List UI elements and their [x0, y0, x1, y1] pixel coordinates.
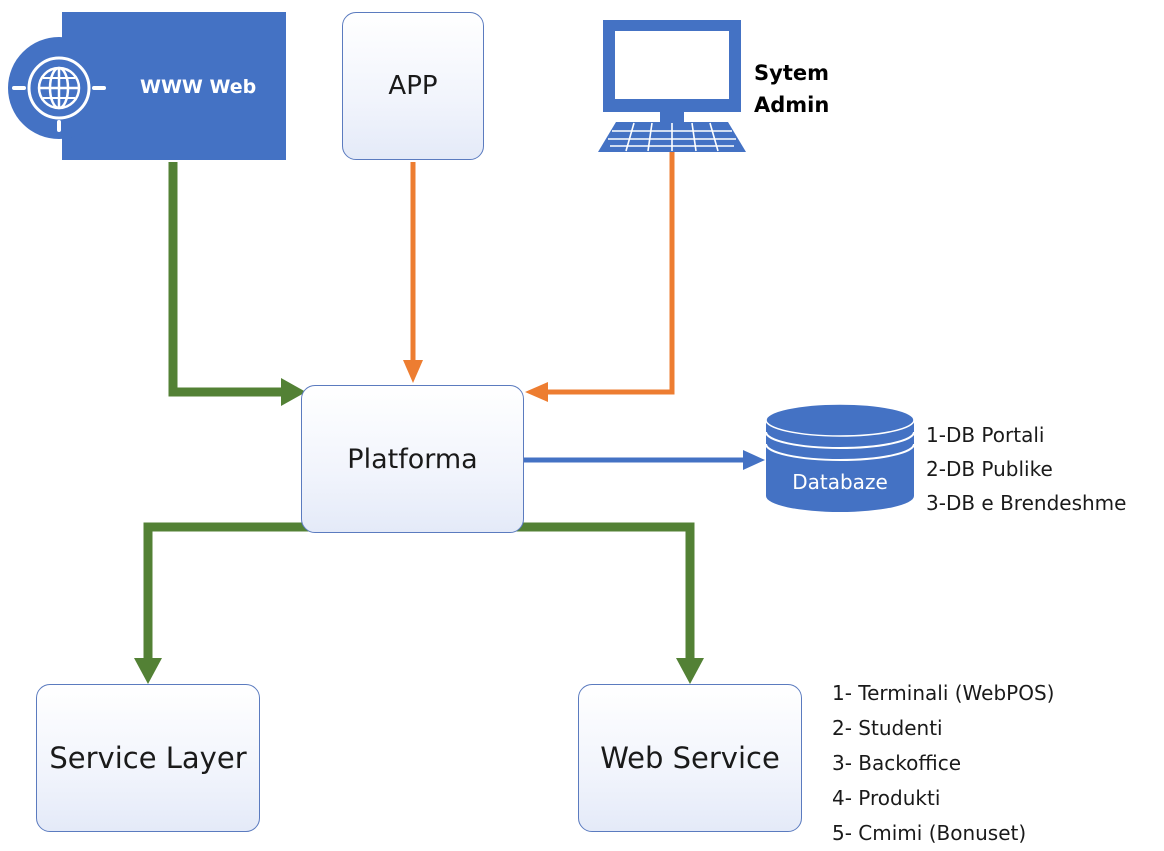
- connector-admin-to-platforma: [546, 152, 675, 395]
- database-list-item: 3-DB e Brendeshme: [926, 491, 1127, 515]
- web-service-label: Web Service: [600, 741, 780, 775]
- app-node: APP: [342, 12, 484, 160]
- web-service-node: Web Service: [578, 684, 802, 832]
- arrowhead-platforma-to-db: [743, 450, 765, 470]
- connector-platforma-to-web-service: [514, 522, 695, 660]
- database-list: 1-DB Portali 2-DB Publike 3-DB e Brendes…: [926, 418, 1126, 520]
- connector-web-to-platforma: [168, 162, 282, 397]
- platforma-label: Platforma: [347, 443, 478, 475]
- web-service-list: 1- Terminali (WebPOS) 2- Studenti 3- Bac…: [832, 676, 1054, 851]
- www-web-label: WWW Web: [140, 76, 257, 98]
- web-service-list-item: 5- Cmimi (Bonuset): [832, 821, 1027, 845]
- web-service-list-item: 4- Produkti: [832, 786, 941, 810]
- platforma-node: Platforma: [301, 385, 524, 533]
- arrowhead-web-to-platforma: [281, 378, 306, 406]
- service-layer-label: Service Layer: [49, 741, 247, 775]
- service-layer-node: Service Layer: [36, 684, 260, 832]
- arrowhead-platforma-to-service-layer: [134, 658, 162, 684]
- connector-platforma-to-service-layer: [143, 522, 312, 660]
- arrowhead-admin-to-platforma: [525, 382, 548, 402]
- arrowhead-app-to-platforma: [403, 360, 423, 383]
- system-admin-line-1: Sytem: [754, 61, 829, 85]
- database-list-item: 1-DB Portali: [926, 423, 1045, 447]
- database-list-item: 2-DB Publike: [926, 457, 1053, 481]
- system-admin-line-2: Admin: [754, 93, 830, 117]
- app-label: APP: [388, 71, 438, 101]
- web-service-list-item: 2- Studenti: [832, 716, 943, 740]
- databaze-label: Databaze: [792, 470, 888, 494]
- web-service-list-item: 3- Backoffice: [832, 751, 962, 775]
- system-admin-label: Sytem Admin: [754, 57, 829, 121]
- web-service-list-item: 1- Terminali (WebPOS): [832, 681, 1055, 705]
- arrowhead-platforma-to-web-service: [676, 658, 704, 684]
